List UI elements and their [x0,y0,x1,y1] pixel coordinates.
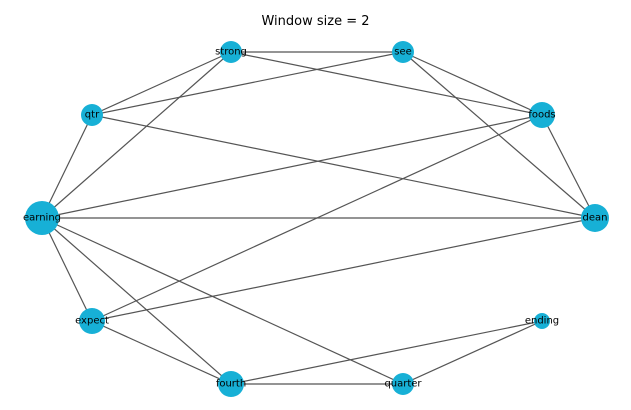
node-circle-qtr [81,104,103,126]
node-label-fourth: fourth [216,379,246,390]
node-strong: strong [215,41,247,63]
edge-fourth-ending [230,320,543,385]
edge-see-foods [402,51,543,116]
node-circle-earning [25,201,59,235]
edge-expect-fourth [91,320,232,385]
edge-earning-fourth [41,217,232,385]
node-qtr: qtr [81,104,103,126]
node-circle-quarter [392,373,414,395]
edge-quarter-ending [402,320,543,385]
node-label-expect: expect [75,316,109,327]
edges-layer [41,51,596,385]
node-see: see [392,41,414,63]
node-dean: dean [581,204,609,232]
edge-qtr-dean [91,114,596,219]
node-label-quarter: quarter [384,379,422,390]
node-quarter: quarter [384,373,422,395]
edge-earning-quarter [41,217,404,385]
node-label-see: see [394,47,412,58]
node-fourth: fourth [216,371,246,397]
edge-strong-qtr [91,51,232,116]
node-circle-fourth [218,371,244,397]
node-label-qtr: qtr [85,110,100,121]
edge-strong-foods [230,51,543,116]
node-label-ending: ending [525,316,559,327]
node-circle-foods [529,102,555,128]
graph-title: Window size = 2 [261,14,370,29]
edge-foods-earning [41,114,543,219]
edge-see-qtr [91,51,404,116]
edge-foods-dean [541,114,596,219]
node-label-earning: earning [23,213,61,224]
node-circle-dean [581,204,609,232]
node-label-dean: dean [583,213,608,224]
node-foods: foods [528,102,556,128]
node-label-strong: strong [215,47,247,58]
node-expect: expect [75,308,109,334]
node-circle-see [392,41,414,63]
edge-qtr-earning [41,114,93,219]
node-circle-strong [220,41,242,63]
node-earning: earning [23,201,61,235]
edge-earning-expect [41,217,93,322]
edge-strong-earning [41,51,232,219]
node-circle-ending [534,313,550,329]
nodes-layer: strong see qtr foods earning dean expect ending… [23,41,609,397]
node-label-foods: foods [528,110,555,121]
edge-dean-expect [91,217,596,322]
node-circle-expect [79,308,105,334]
node-ending: ending [525,313,559,329]
